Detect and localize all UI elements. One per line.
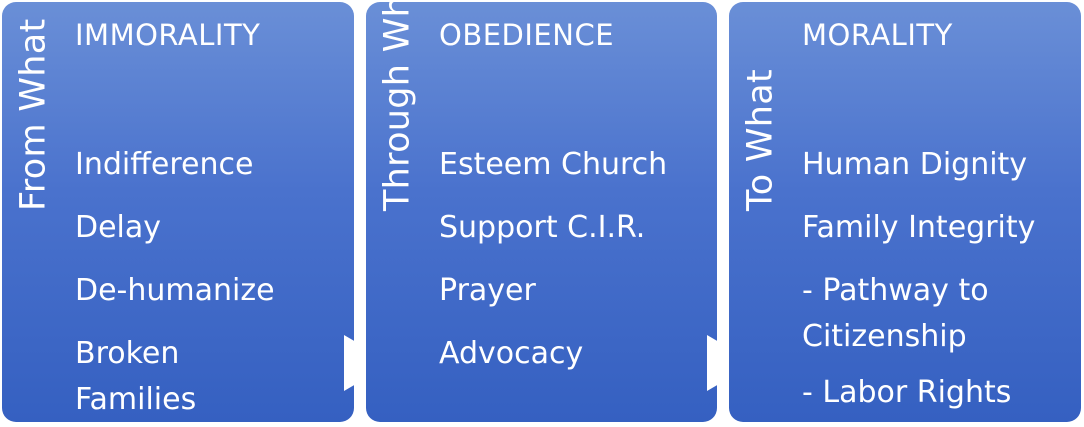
list-item: Broken Families — [75, 336, 197, 417]
side-label-container: From What — [2, 2, 66, 422]
side-label-container: To What — [729, 2, 793, 422]
list-item: Support C.I.R. — [439, 210, 646, 245]
panel-through-what: Through What OBEDIENCE Esteem Church Sup… — [366, 2, 717, 422]
side-label-to-what: To What — [740, 68, 781, 211]
list-item: De-humanize — [75, 273, 275, 308]
list-item: Delay — [75, 210, 162, 245]
list-item: Prayer — [439, 273, 536, 308]
item-list: Human Dignity Family Integrity - Pathway… — [802, 142, 1073, 422]
list-item: Advocacy — [439, 336, 584, 371]
heading-obedience: OBEDIENCE — [439, 18, 615, 52]
item-list: Indifference Delay De-humanize Broken Fa… — [75, 142, 346, 422]
list-item: Human Dignity — [802, 147, 1028, 182]
list-item: Family Integrity — [802, 210, 1036, 245]
side-label-through-what: Through What — [377, 2, 418, 211]
list-item: Indifference — [75, 147, 254, 182]
panel-from-what: From What IMMORALITY Indifference Delay … — [2, 2, 354, 422]
side-label-from-what: From What — [13, 18, 54, 212]
list-item: - Labor Rights — [802, 375, 1012, 410]
heading-immorality: IMMORALITY — [75, 18, 261, 52]
panel-to-what: To What MORALITY Human Dignity Family In… — [729, 2, 1081, 422]
item-list: Esteem Church Support C.I.R. Prayer Advo… — [439, 142, 709, 394]
list-item: - Pathway to Citizenship — [802, 273, 989, 354]
heading-morality: MORALITY — [802, 18, 953, 52]
side-label-container: Through What — [366, 2, 430, 422]
list-item: Esteem Church — [439, 147, 668, 182]
